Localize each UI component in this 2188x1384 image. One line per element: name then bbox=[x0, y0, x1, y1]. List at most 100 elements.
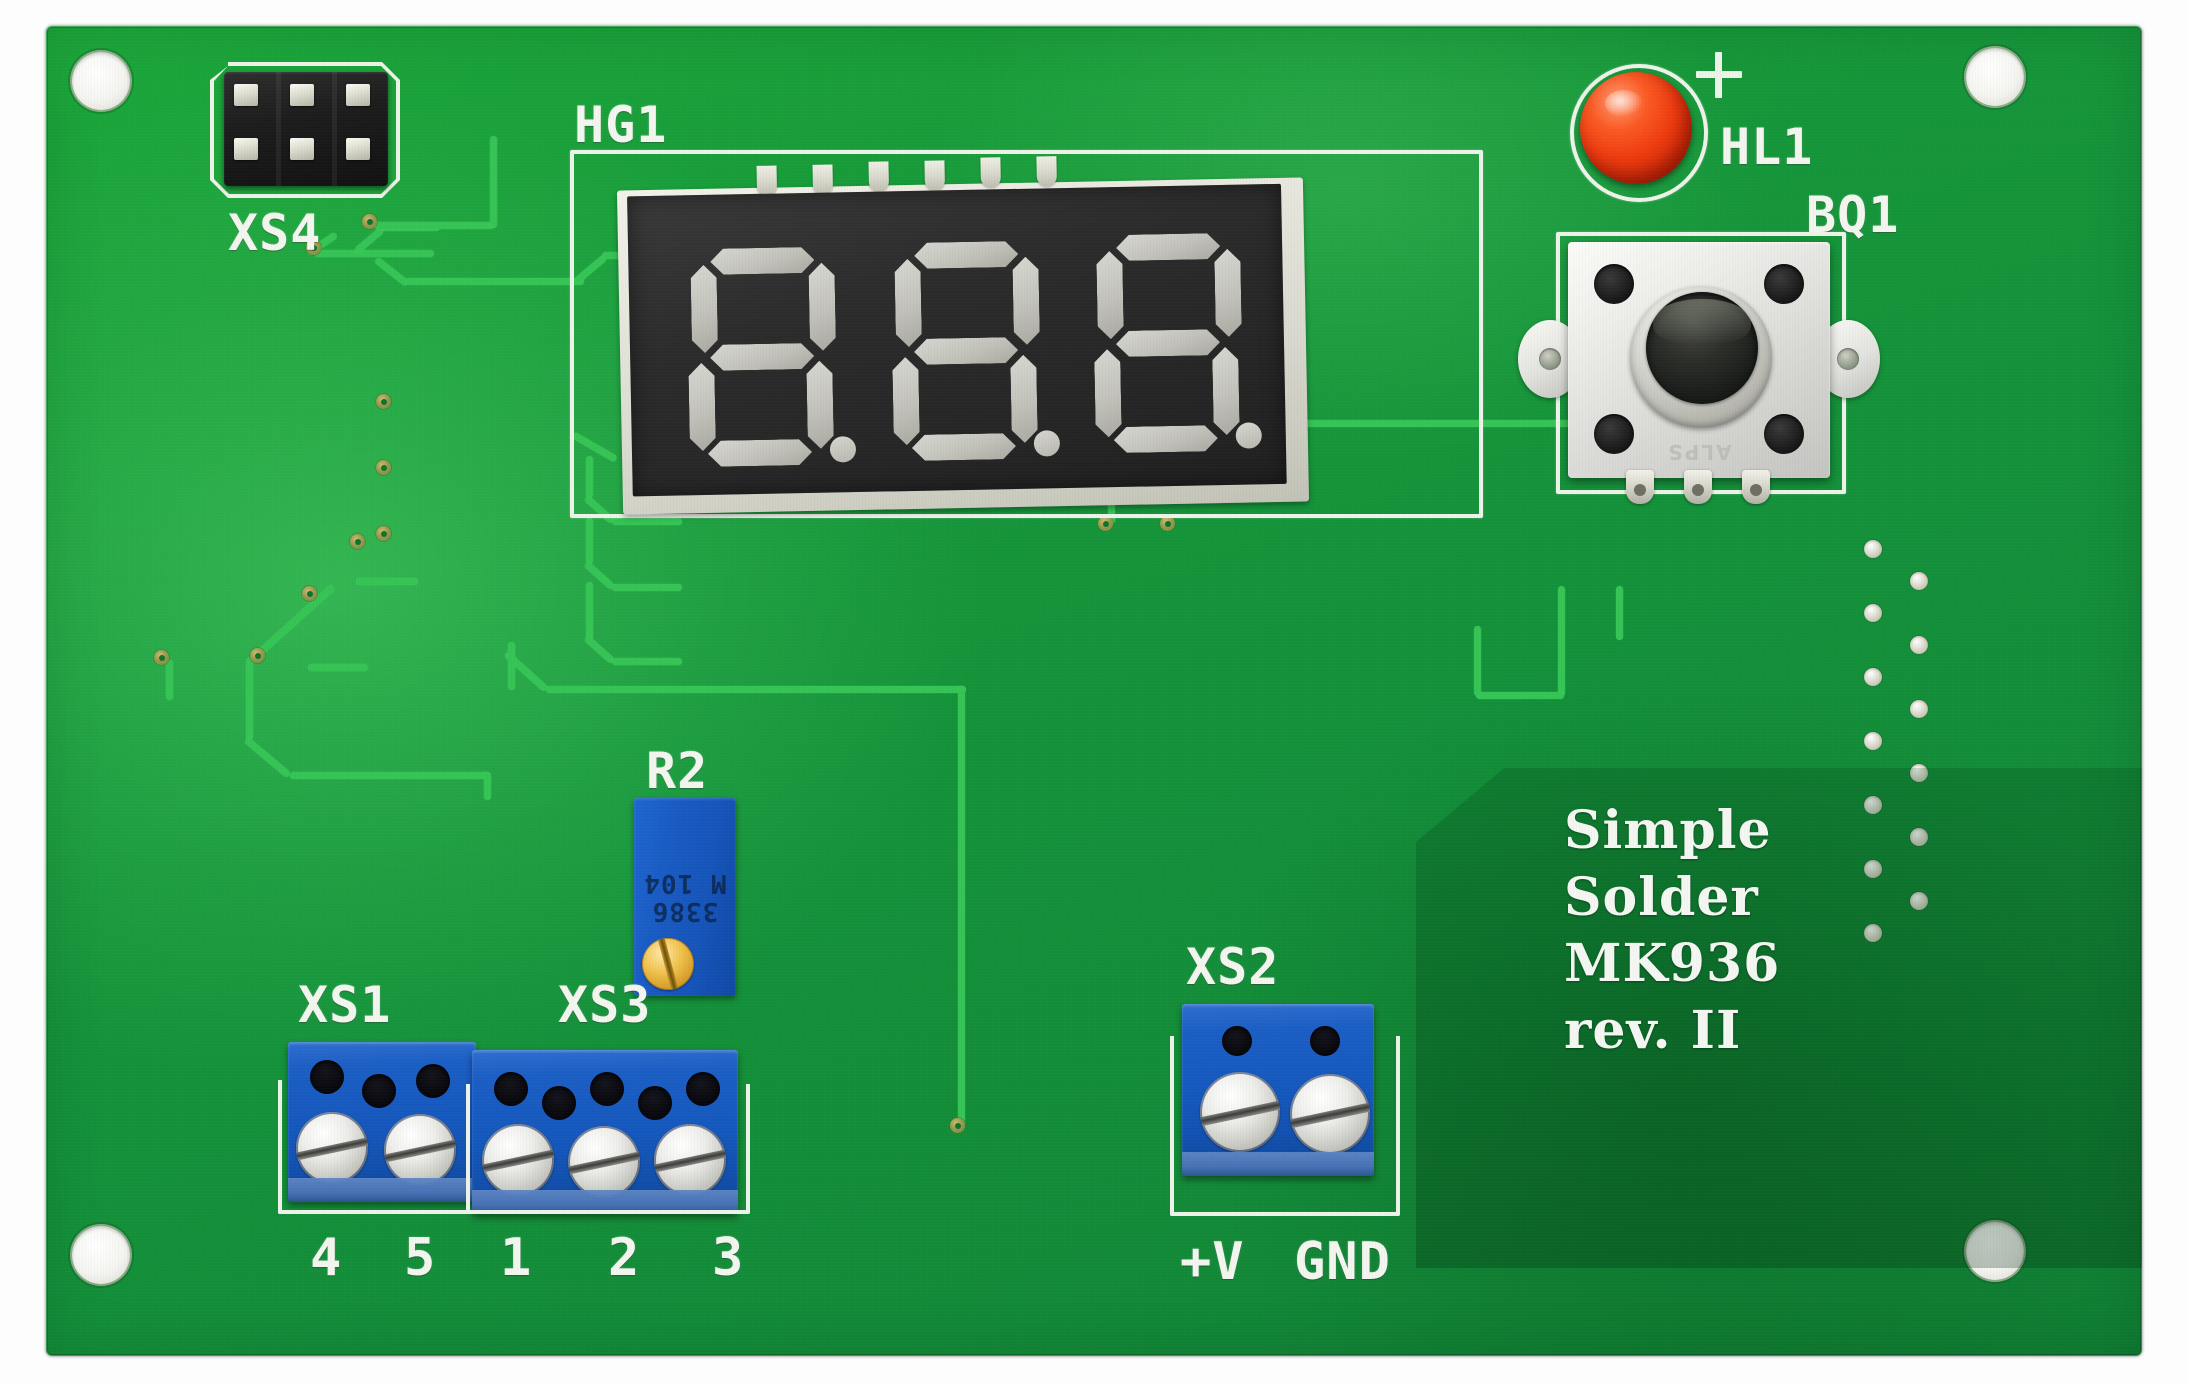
hl1-silk-ring bbox=[1570, 64, 1708, 202]
xs3-wire-hole[interactable] bbox=[638, 1086, 672, 1120]
via bbox=[1098, 516, 1113, 531]
display-pin bbox=[1036, 156, 1057, 187]
segment-c bbox=[1212, 347, 1240, 435]
segment-e bbox=[892, 357, 920, 445]
xs1-wire-hole[interactable] bbox=[362, 1074, 396, 1108]
brand-line-2: Solder bbox=[1564, 866, 1759, 928]
board-brand-silkscreen: Simple Solder MK936 rev. II bbox=[1564, 798, 1780, 1064]
decimal-point bbox=[1235, 422, 1263, 449]
xs2-pin-label-plus-v: +V bbox=[1180, 1232, 1245, 1292]
display-pin bbox=[924, 160, 946, 191]
xs2-base bbox=[1182, 1152, 1374, 1176]
via-array-dot bbox=[1864, 860, 1882, 878]
xs4-pin bbox=[234, 138, 258, 160]
xs4-pin bbox=[346, 138, 370, 160]
via bbox=[950, 1118, 965, 1133]
segment-f bbox=[894, 259, 922, 347]
trace bbox=[508, 642, 515, 690]
segment-a bbox=[1116, 233, 1220, 261]
xs3-wire-hole[interactable] bbox=[494, 1072, 528, 1106]
via bbox=[1160, 516, 1175, 531]
xs3-wire-hole[interactable] bbox=[686, 1072, 720, 1106]
trace bbox=[374, 222, 494, 229]
xs2-terminal-block[interactable] bbox=[1182, 1004, 1374, 1176]
display-pin bbox=[980, 157, 1001, 188]
xs1-terminal-block[interactable] bbox=[288, 1042, 476, 1202]
trace bbox=[290, 772, 490, 779]
trace bbox=[586, 582, 593, 640]
xs3-screw[interactable] bbox=[654, 1124, 726, 1196]
r2-trimmer-potentiometer[interactable]: 3386 M 104 bbox=[634, 798, 736, 996]
trace bbox=[1616, 586, 1623, 640]
xs3-screw[interactable] bbox=[568, 1126, 640, 1198]
xs4-pin-header[interactable] bbox=[224, 72, 388, 186]
trace bbox=[166, 660, 173, 700]
via bbox=[362, 214, 377, 229]
xs2-wire-hole[interactable] bbox=[1310, 1026, 1340, 1056]
via bbox=[376, 460, 391, 475]
mounting-hole-bottom-right bbox=[1966, 1222, 2024, 1280]
xs2-pin-label-gnd: GND bbox=[1294, 1232, 1391, 1292]
r2-adjust-screw[interactable] bbox=[642, 938, 694, 990]
segment-b bbox=[1214, 249, 1242, 337]
display-pin bbox=[812, 164, 834, 195]
segment-b bbox=[1012, 257, 1040, 345]
xs3-terminal-block[interactable] bbox=[472, 1050, 738, 1214]
xs3-designator-label: XS3 bbox=[558, 976, 652, 1034]
xs1-silk-outline bbox=[278, 1080, 484, 1214]
xs2-designator-label: XS2 bbox=[1186, 938, 1280, 996]
bq1-rivet bbox=[1594, 264, 1634, 304]
bq1-rotary-encoder[interactable]: ALPS bbox=[1518, 242, 1880, 504]
via bbox=[350, 534, 365, 549]
segment-g bbox=[914, 337, 1018, 365]
xs3-pin-label-3: 3 bbox=[712, 1228, 745, 1288]
via bbox=[250, 648, 265, 663]
segment-a bbox=[710, 247, 814, 275]
trace bbox=[373, 256, 410, 287]
xs1-wire-hole[interactable] bbox=[416, 1064, 450, 1098]
via bbox=[302, 586, 317, 601]
segment-g bbox=[1116, 329, 1220, 357]
via bbox=[154, 650, 169, 665]
via-array-dot bbox=[1910, 828, 1928, 846]
via bbox=[306, 240, 321, 255]
display-pin bbox=[756, 165, 778, 196]
via-array-dot bbox=[1910, 892, 1928, 910]
xs2-silk-outline bbox=[1170, 1036, 1400, 1216]
xs3-wire-hole[interactable] bbox=[590, 1072, 624, 1106]
trace bbox=[1476, 692, 1564, 699]
segment-b bbox=[808, 262, 836, 350]
via-array-dot bbox=[1910, 764, 1928, 782]
xs1-wire-hole[interactable] bbox=[310, 1060, 344, 1094]
brand-line-3: MK936 bbox=[1564, 933, 1781, 995]
segment-f bbox=[1096, 251, 1124, 339]
r2-body-marking: 3386 M 104 bbox=[643, 868, 727, 927]
trace bbox=[583, 634, 616, 665]
via-array-dot bbox=[1864, 604, 1882, 622]
xs1-screw[interactable] bbox=[384, 1114, 456, 1186]
xs2-screw-plus-v[interactable] bbox=[1200, 1072, 1280, 1152]
segment-c bbox=[806, 361, 834, 449]
hg1-seven-segment-display bbox=[616, 156, 1310, 515]
xs1-screw[interactable] bbox=[296, 1112, 368, 1184]
xs3-screw[interactable] bbox=[482, 1124, 554, 1196]
trace bbox=[1018, 420, 1608, 427]
bq1-shaft[interactable] bbox=[1646, 292, 1758, 404]
segment-g bbox=[710, 343, 814, 371]
xs3-wire-hole[interactable] bbox=[542, 1086, 576, 1120]
xs4-pin bbox=[346, 84, 370, 106]
r2-designator-label: R2 bbox=[646, 742, 709, 800]
via-array-dot bbox=[1910, 636, 1928, 654]
xs2-screw-gnd[interactable] bbox=[1290, 1074, 1370, 1154]
xs2-wire-hole[interactable] bbox=[1222, 1026, 1252, 1056]
display-digit-3 bbox=[1092, 233, 1263, 454]
segment-d bbox=[912, 433, 1016, 461]
trace bbox=[546, 686, 966, 693]
trace bbox=[308, 664, 368, 671]
segment-c bbox=[1010, 355, 1038, 443]
mounting-hole-top-right bbox=[1966, 48, 2024, 106]
pcb-board: XS4 HG1 bbox=[46, 26, 2142, 1356]
trace bbox=[586, 518, 593, 564]
trace bbox=[612, 584, 682, 591]
